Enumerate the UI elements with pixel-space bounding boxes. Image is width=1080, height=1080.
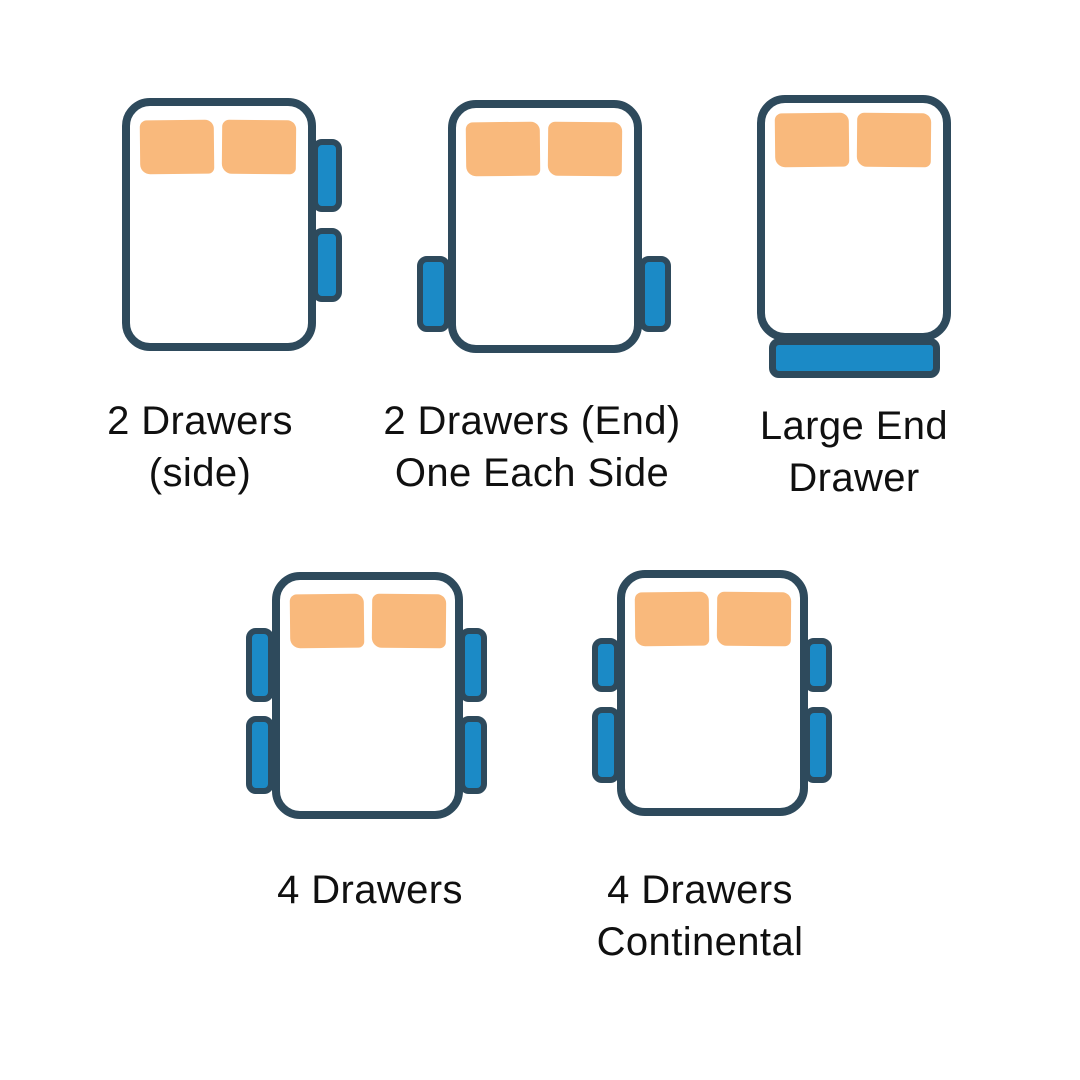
figure-label-line: 2 Drawers — [107, 399, 293, 443]
bed-icon — [757, 95, 951, 341]
bed-icon — [272, 572, 463, 819]
figure-label: 4 Drawers — [225, 864, 515, 916]
figure-label: 4 Drawers Continental — [550, 864, 850, 968]
figure-label-line: (side) — [148, 451, 252, 495]
figure-label-line: Large End — [759, 404, 949, 448]
pillow-icon — [221, 119, 297, 175]
drawer-icon — [804, 707, 832, 783]
pillow-icon — [774, 112, 850, 168]
figure-label-line: 4 Drawers — [277, 868, 463, 912]
drawer-icon — [312, 228, 342, 302]
pillow-icon — [289, 593, 365, 649]
pillow-icon — [716, 591, 792, 647]
pillow-icon — [547, 121, 623, 177]
pillow-icon — [634, 591, 710, 647]
drawer-icon — [592, 707, 620, 783]
drawer-icon — [459, 716, 487, 794]
figure-label: Large End Drawer — [734, 400, 974, 504]
bed-icon — [617, 570, 808, 816]
bed-icon — [122, 98, 316, 351]
drawer-icon — [804, 638, 832, 692]
pillow-icon — [465, 121, 541, 177]
figure-label: 2 Drawers (side) — [55, 395, 345, 499]
drawer-icon — [246, 716, 274, 794]
drawer-icon — [246, 628, 274, 702]
figure-label-line: Continental — [596, 920, 804, 964]
figure-label-line: Drawer — [788, 456, 920, 500]
drawer-icon — [417, 256, 450, 332]
figure-label-line: One Each Side — [394, 451, 670, 495]
drawer-icon — [459, 628, 487, 702]
figure-label-line: 2 Drawers (End) — [383, 399, 681, 443]
drawer-icon — [769, 338, 940, 378]
drawer-icon — [312, 139, 342, 212]
figure-label-line: 4 Drawers — [607, 868, 793, 912]
pillow-icon — [856, 112, 932, 168]
bed-icon — [448, 100, 642, 353]
pillow-icon — [139, 119, 215, 175]
drawer-icon — [639, 256, 671, 332]
pillow-icon — [371, 593, 447, 649]
drawer-icon — [592, 638, 620, 692]
figure-label: 2 Drawers (End) One Each Side — [382, 395, 682, 499]
